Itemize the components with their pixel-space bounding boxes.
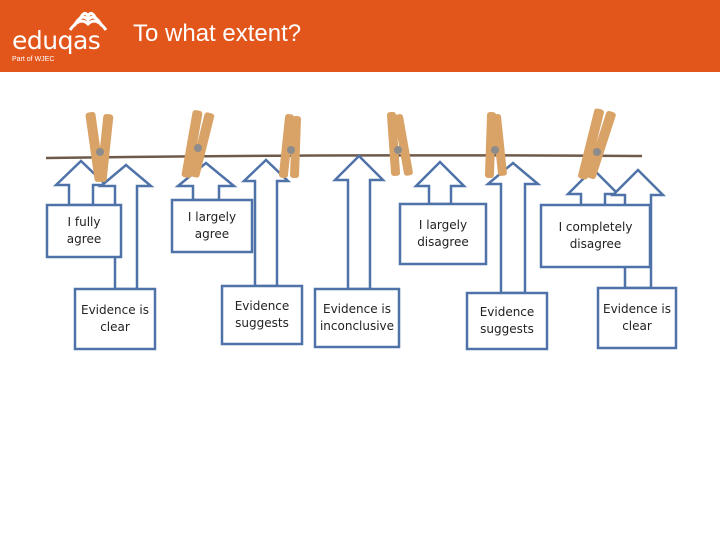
washing-line — [45, 154, 643, 160]
peg-5 — [484, 111, 507, 179]
brand-logo: eduqas — [12, 26, 101, 55]
peg-1 — [85, 112, 114, 183]
label-evidence-clear-right: Evidence is clear — [600, 290, 674, 346]
label-evidence-inconclusive: Evidence is inconclusive — [317, 291, 397, 345]
brand-subtitle: Part of WJEC — [12, 56, 55, 63]
peg-6 — [578, 108, 616, 180]
label-largely-agree: I largely agree — [174, 202, 250, 250]
arrow-fully-agree — [52, 159, 110, 207]
label-largely-disagree: I largely disagree — [402, 206, 484, 262]
header-bar: eduqas Part of WJEC To what extent? — [0, 0, 720, 72]
arrow-evidence-clear-left — [97, 163, 155, 291]
label-fully-agree: I fully agree — [49, 207, 119, 255]
arrow-largely-disagree — [412, 160, 468, 206]
label-evidence-suggests-left: Evidence suggests — [224, 288, 300, 342]
arrow-largely-agree — [174, 161, 238, 202]
peg-6-spring — [593, 148, 601, 156]
arrow-evidence-suggests-right — [484, 161, 542, 295]
arrow-completely-disagree — [564, 167, 622, 207]
label-evidence-clear-left: Evidence is clear — [77, 291, 153, 347]
peg-3 — [278, 114, 301, 179]
open-book-icon — [68, 11, 108, 31]
peg-4-spring — [394, 146, 402, 154]
peg-3-spring — [287, 146, 295, 154]
label-completely-disagree: I completely disagree — [543, 207, 648, 265]
arrow-evidence-inconclusive — [331, 154, 387, 291]
page-title: To what extent? — [133, 20, 302, 47]
peg-1-spring — [96, 148, 104, 156]
arrow-evidence-suggests-left — [240, 158, 292, 288]
peg-4 — [386, 111, 413, 176]
peg-5-spring — [491, 146, 499, 154]
peg-2 — [181, 110, 215, 178]
peg-2-spring — [194, 144, 202, 152]
label-evidence-suggests-right: Evidence suggests — [469, 295, 545, 347]
